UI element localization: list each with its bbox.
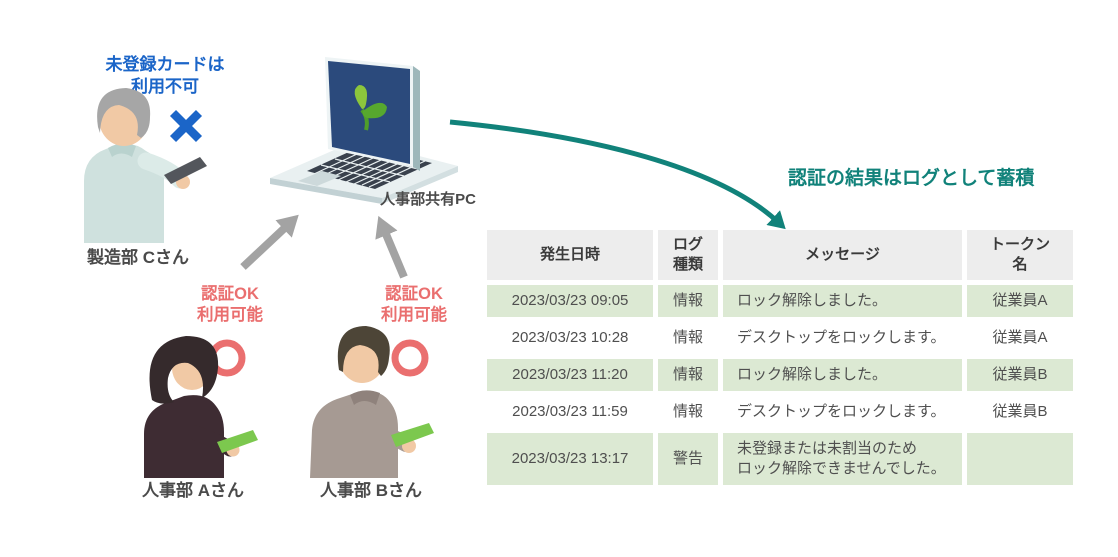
table-row: 2023/03/23 11:20 情報 ロック解除しました。 従業員B bbox=[487, 359, 1073, 391]
table-row: 2023/03/23 10:28 情報 デスクトップをロックします。 従業員A bbox=[487, 322, 1073, 354]
cell-message: 未登録または未割当のため ロック解除できませんでした。 bbox=[723, 433, 962, 485]
log-table: 発生日時 ログ 種類 メッセージ トークン 名 2023/03/23 09:05… bbox=[482, 225, 1078, 490]
unregistered-card-note: 未登録カードは 利用不可 bbox=[105, 55, 225, 96]
cell-message: デスクトップをロックします。 bbox=[723, 322, 962, 354]
cell-token: 従業員B bbox=[967, 359, 1073, 391]
cell-datetime: 2023/03/23 11:59 bbox=[487, 396, 653, 428]
cell-token: 従業員A bbox=[967, 322, 1073, 354]
laptop-illustration bbox=[270, 57, 458, 204]
cell-datetime: 2023/03/23 09:05 bbox=[487, 285, 653, 317]
header-datetime: 発生日時 bbox=[487, 230, 653, 280]
ok-circle-icon-b bbox=[391, 339, 429, 377]
log-note-label: 認証の結果はログとして蓄積 bbox=[788, 168, 1035, 189]
header-log-type: ログ 種類 bbox=[658, 230, 718, 280]
cell-log-type: 情報 bbox=[658, 322, 718, 354]
cell-datetime: 2023/03/23 10:28 bbox=[487, 322, 653, 354]
auth-ok-label-a: 認証OK 利用可能 bbox=[197, 285, 263, 324]
sprout-logo-icon bbox=[354, 85, 387, 131]
card-green bbox=[217, 430, 258, 453]
card-dark bbox=[164, 157, 207, 184]
table-row: 2023/03/23 13:17 警告 未登録または未割当のため ロック解除でき… bbox=[487, 433, 1073, 485]
x-mark-icon bbox=[169, 109, 203, 143]
cell-token bbox=[967, 433, 1073, 485]
auth-arrows-icon bbox=[240, 214, 408, 279]
cell-message: ロック解除しました。 bbox=[723, 285, 962, 317]
table-row: 2023/03/23 11:59 情報 デスクトップをロックします。 従業員B bbox=[487, 396, 1073, 428]
person-b-illustration bbox=[310, 326, 434, 478]
table-header-row: 発生日時 ログ 種類 メッセージ トークン 名 bbox=[487, 230, 1073, 280]
cell-log-type: 警告 bbox=[658, 433, 718, 485]
person-b-label: 人事部 Bさん bbox=[320, 481, 422, 500]
touchpad bbox=[298, 171, 341, 186]
cell-log-type: 情報 bbox=[658, 396, 718, 428]
auth-ok-label-b: 認証OK 利用可能 bbox=[381, 285, 447, 324]
person-a-illustration bbox=[144, 336, 258, 478]
person-a-label: 人事部 Aさん bbox=[142, 481, 244, 500]
cell-log-type: 情報 bbox=[658, 359, 718, 391]
log-flow-arrow-icon bbox=[449, 119, 786, 230]
shared-pc-label: 人事部共有PC bbox=[380, 191, 476, 208]
person-c-illustration bbox=[84, 88, 207, 243]
cell-log-type: 情報 bbox=[658, 285, 718, 317]
cell-token: 従業員A bbox=[967, 285, 1073, 317]
cell-datetime: 2023/03/23 13:17 bbox=[487, 433, 653, 485]
header-message: メッセージ bbox=[723, 230, 962, 280]
cell-datetime: 2023/03/23 11:20 bbox=[487, 359, 653, 391]
person-c-label: 製造部 Cさん bbox=[87, 248, 189, 267]
header-token-name: トークン 名 bbox=[967, 230, 1073, 280]
card-green bbox=[391, 423, 434, 447]
cell-message: デスクトップをロックします。 bbox=[723, 396, 962, 428]
table-row: 2023/03/23 09:05 情報 ロック解除しました。 従業員A bbox=[487, 285, 1073, 317]
cell-token: 従業員B bbox=[967, 396, 1073, 428]
cell-message: ロック解除しました。 bbox=[723, 359, 962, 391]
